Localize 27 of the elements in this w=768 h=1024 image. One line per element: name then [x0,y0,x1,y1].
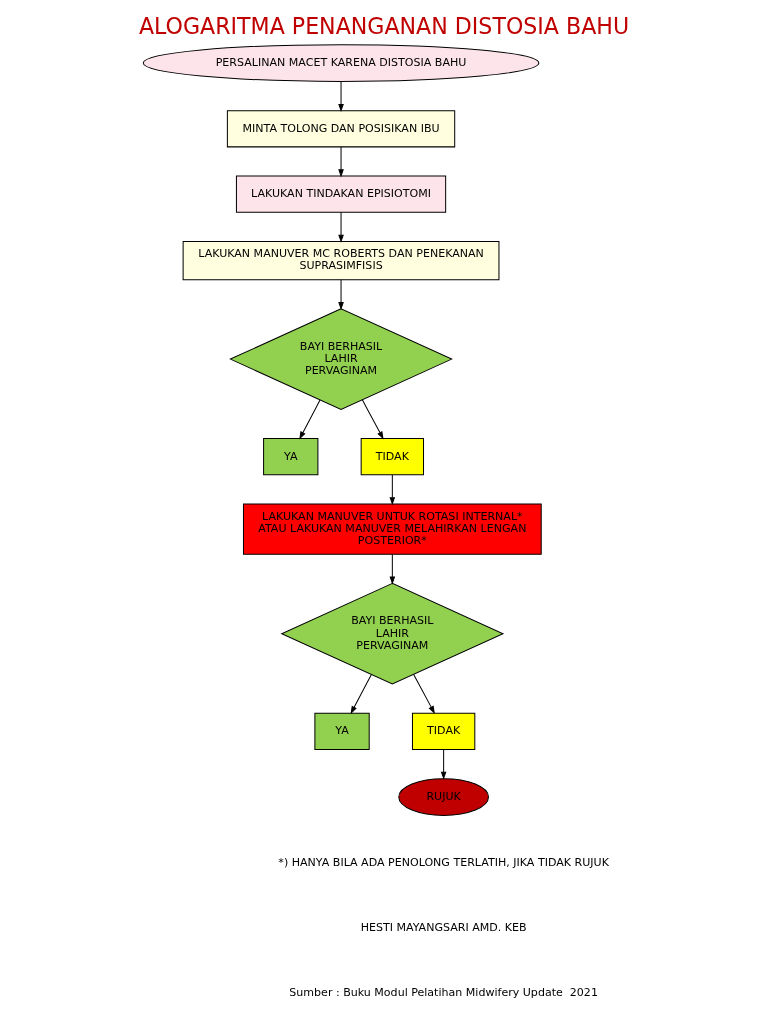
node-box: YA [314,712,370,750]
label: HESTI MAYANGSARI AMD. KEB [360,921,527,935]
arrow [389,553,396,585]
arrow [361,399,384,440]
node-box: LAKUKAN TINDAKAN EPISIOTOMI [235,175,447,213]
arrow [299,399,321,440]
arrow [338,211,344,243]
node-box: LAKUKAN MANUVER MC ROBERTS DAN PENEKANAN SUPRASIMFISIS [182,240,500,281]
arrow [338,81,344,113]
node-box: MINTA TOLONG DAN POSISIKAN IBU [226,110,456,148]
arrow [350,674,372,715]
label: *) HANYA BILA ADA PENOLONG TERLATIH, JIKA TIDAK RUJUK [278,855,609,869]
arrow [440,749,447,780]
node-box: LAKUKAN MANUVER UNTUK ROTASI INTERNAL* ATAU LAKUKAN MANUVER MELAHIRKAN LENGAN POSTERIOR* [242,503,542,555]
node-box: TIDAK [360,438,425,476]
arrow [338,146,344,178]
node-ellipse: RUJUK [398,778,489,816]
arrow [413,673,435,715]
node-box: TIDAK [411,712,476,750]
arrow [389,474,396,506]
label: Sumber : Buku Modul Pelatihan Midwifery Update 2021 [289,986,598,1000]
arrow [338,279,344,311]
node-ellipse: PERSALINAN MACET KARENA DISTOSIA BAHU [142,44,540,82]
node-box: YA [263,438,319,476]
node-diamond: BAYI BERHASIL LAHIR PERVAGINAM [229,308,453,410]
diagram-title: ALOGARITMA PENANGANAN DISTOSIA BAHU [138,13,630,40]
node-diamond: BAYI BERHASIL LAHIR PERVAGINAM [280,582,505,685]
